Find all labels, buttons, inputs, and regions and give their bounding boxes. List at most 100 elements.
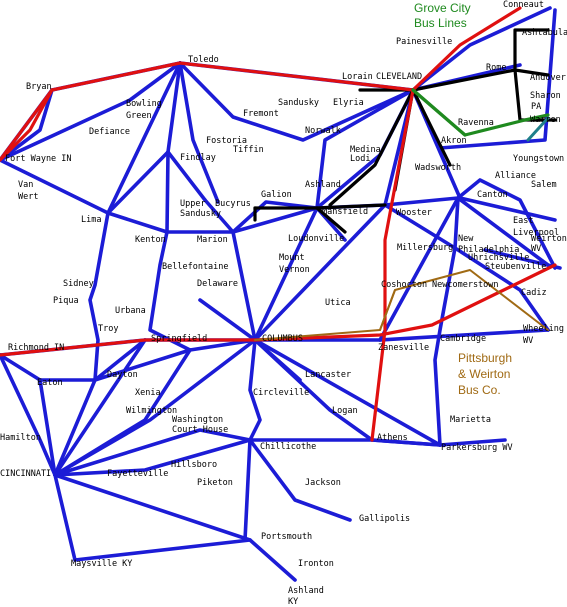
- city-label-weirton-wv: WV: [531, 244, 541, 254]
- city-label-marietta: Marietta: [450, 415, 491, 425]
- city-label-conneaut: Conneaut: [503, 0, 544, 10]
- city-label-eastliverpool: East: [513, 216, 533, 226]
- blue-route-11: [166, 150, 207, 202]
- city-label-uhrichsville: Uhrichsville: [468, 253, 529, 263]
- blue-route-50: [243, 438, 252, 542]
- city-label-piqua: Piqua: [53, 296, 79, 306]
- city-label-ravenna: Ravenna: [458, 118, 494, 128]
- red-route-6: [0, 338, 257, 357]
- city-label-ironton: Ironton: [298, 559, 334, 569]
- city-label-ashland-ky2: KY: [288, 597, 298, 607]
- blue-route-51: [248, 438, 352, 522]
- city-label-bryan: Bryan: [26, 82, 52, 92]
- city-label-wert: Wert: [18, 192, 38, 202]
- legend-grove-city-line2: Bus Lines: [414, 16, 467, 30]
- city-label-hamilton: Hamilton: [0, 433, 41, 443]
- city-label-upsandusky: Sandusky: [180, 209, 221, 219]
- city-label-mount: Mount: [279, 253, 305, 263]
- blue-route-38: [253, 328, 550, 342]
- city-label-sharon: Sharon: [530, 91, 561, 101]
- blue-route-52: [53, 348, 192, 477]
- red-route-7: [253, 263, 557, 342]
- city-label-portsmouth: Portsmouth: [261, 532, 312, 542]
- city-label-warren: Warren: [530, 115, 561, 125]
- city-label-washington: Washington: [172, 415, 223, 425]
- city-label-gallipolis: Gallipolis: [359, 514, 410, 524]
- green-route-2: [411, 88, 467, 137]
- blue-route-18: [411, 6, 552, 92]
- city-label-akron: Akron: [441, 136, 467, 146]
- city-label-weirton: Weirton: [531, 234, 567, 244]
- city-label-wilmington: Wilmington: [126, 406, 177, 416]
- blue-route-21: [231, 230, 257, 342]
- blue-route-22: [231, 200, 319, 234]
- blue-route-53: [0, 88, 54, 162]
- city-label-sharon-pa: PA: [531, 102, 541, 112]
- blue-route-25: [253, 203, 387, 342]
- city-label-youngstown: Youngstown: [513, 154, 564, 164]
- city-label-eaton: Eaton: [37, 378, 63, 388]
- legend-pittsburgh-line3: Bus Co.: [458, 383, 501, 397]
- blue-route-28: [433, 196, 460, 447]
- blue-route-44: [38, 378, 57, 477]
- blue-route-10: [148, 150, 192, 352]
- legend-grove-city-line1: Grove City: [414, 1, 471, 15]
- city-label-chillicothe: Chillicothe: [260, 442, 316, 452]
- city-label-mansfield: Mansfield: [322, 207, 368, 217]
- black-route-7: [411, 88, 452, 167]
- city-label-fayetteville: Fayetteville: [107, 469, 168, 479]
- city-label-elyria: Elyria: [333, 98, 364, 108]
- blue-route-26: [383, 203, 550, 332]
- blue-route-48: [53, 473, 297, 582]
- city-label-upper: Upper: [180, 199, 206, 209]
- city-label-delaware: Delaware: [197, 279, 238, 289]
- city-label-lancaster: Lancaster: [305, 370, 351, 380]
- blue-route-42: [93, 338, 147, 382]
- city-label-wooster: Wooster: [396, 208, 432, 218]
- city-label-rome: Rome: [486, 63, 506, 73]
- city-label-cleveland: CLEVELAND: [376, 72, 422, 82]
- blue-route-3: [166, 61, 182, 154]
- city-label-eastliverpool2: Liverpool: [513, 228, 559, 238]
- city-label-bellefontaine: Bellefontaine: [162, 262, 229, 272]
- city-label-van: Van: [18, 180, 33, 190]
- city-label-findlay: Findlay: [180, 153, 216, 163]
- city-label-steubenville: Steubenville: [485, 262, 546, 272]
- city-label-salem: Salem: [531, 180, 557, 190]
- blue-route-8: [0, 158, 235, 234]
- city-label-defiance: Defiance: [89, 127, 130, 137]
- brown-route-2: [379, 289, 396, 331]
- city-label-cincinnati: CINCINNATI: [0, 469, 51, 479]
- blue-route-20: [203, 198, 235, 234]
- city-label-loudonville: Loudonville: [288, 234, 344, 244]
- city-label-marion: Marion: [197, 235, 228, 245]
- blue-route-47: [53, 428, 252, 477]
- city-label-courthouse: Court House: [172, 425, 228, 435]
- blue-route-9: [106, 150, 170, 215]
- city-label-cadiz: Cadiz: [521, 288, 547, 298]
- city-label-alliance: Alliance: [495, 171, 536, 181]
- city-label-galion: Galion: [261, 190, 292, 200]
- teal-route-1: [526, 116, 550, 142]
- blue-route-2: [0, 61, 182, 162]
- city-label-painesville: Painesville: [396, 37, 452, 47]
- black-route-9: [315, 206, 347, 234]
- city-label-bowling: Bowling: [126, 99, 162, 109]
- city-label-andover: Andover: [530, 73, 566, 83]
- city-label-circleville: Circleville: [253, 388, 309, 398]
- city-label-toledo: Toledo: [188, 55, 219, 65]
- city-label-fremont: Fremont: [243, 109, 279, 119]
- black-route-3: [513, 28, 550, 72]
- city-label-richmond: Richmond IN: [8, 343, 64, 353]
- city-label-utica: Utica: [325, 298, 351, 308]
- blue-route-46: [53, 473, 252, 562]
- city-label-piketon: Piketon: [197, 478, 233, 488]
- city-label-springfield: Springfield: [151, 334, 207, 344]
- city-label-columbus: COLUMBUS: [262, 334, 303, 344]
- blue-route-4: [178, 61, 220, 204]
- city-label-norwalk: Norwalk: [305, 126, 341, 136]
- city-label-ashland: Ashland: [305, 180, 341, 190]
- city-label-hillsboro: Hillsboro: [171, 460, 217, 470]
- city-label-canton: Canton: [477, 190, 508, 200]
